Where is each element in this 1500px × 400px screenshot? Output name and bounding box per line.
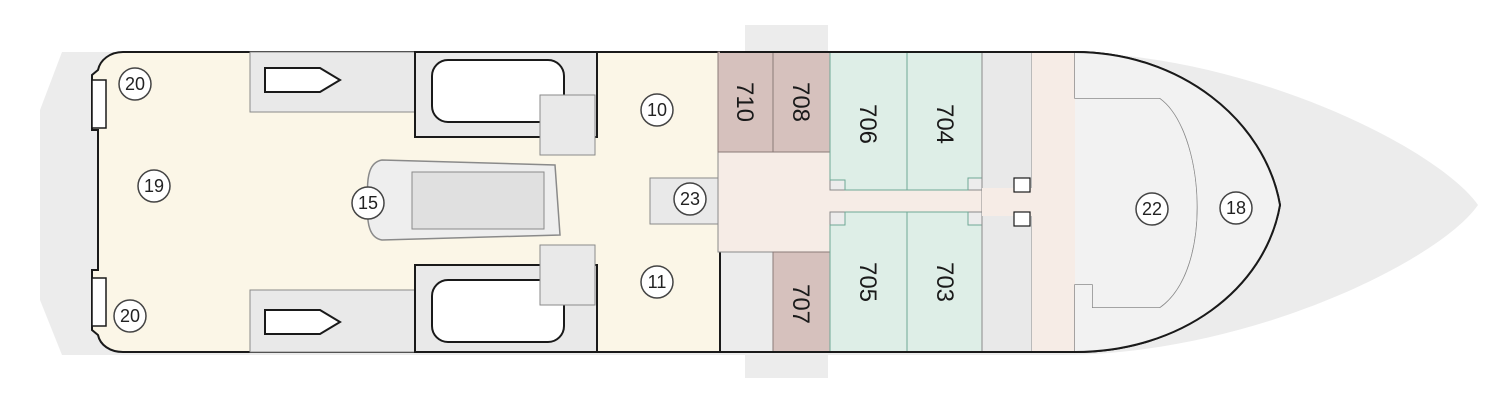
area-badge-20-top: 20 xyxy=(118,67,152,101)
area-badge-15: 15 xyxy=(351,186,385,220)
lifeboat-icon xyxy=(431,279,565,343)
cabin-label-706: 706 xyxy=(854,104,881,144)
area-badge-20-bottom: 20 xyxy=(113,299,147,333)
boat-icon xyxy=(264,67,342,93)
cabin-708[interactable] xyxy=(772,51,831,153)
service-connector xyxy=(982,188,1032,216)
bow-forward-area xyxy=(1159,97,1199,309)
cabin-707[interactable] xyxy=(772,251,831,353)
bow-outline-front xyxy=(1074,51,1282,353)
cabin-label-708: 708 xyxy=(787,82,814,122)
area-badge-18: 18 xyxy=(1219,191,1253,225)
boat-icon xyxy=(264,309,342,335)
area-badge-10: 10 xyxy=(640,93,674,127)
svg-text:23: 23 xyxy=(680,189,700,209)
cabin-label-705: 705 xyxy=(854,262,881,302)
svg-text:18: 18 xyxy=(1226,198,1246,218)
service-box-bottom xyxy=(1013,211,1031,227)
cabin-label-710: 710 xyxy=(731,82,758,122)
stern-bay-bottom xyxy=(91,277,107,327)
service-box-top xyxy=(1013,177,1031,193)
svg-text:20: 20 xyxy=(120,306,140,326)
cabin-label-704: 704 xyxy=(931,104,958,144)
svg-text:10: 10 xyxy=(647,100,667,120)
pool-icon xyxy=(411,171,545,230)
area-badge-23: 23 xyxy=(673,182,707,216)
lifeboat-icon xyxy=(431,59,565,123)
bow-front-zone xyxy=(1075,52,1280,352)
svg-text:11: 11 xyxy=(648,272,667,292)
svg-text:15: 15 xyxy=(358,193,378,213)
area-badge-22: 22 xyxy=(1135,192,1169,226)
service-nook-top xyxy=(539,94,596,156)
area-badge-19: 19 xyxy=(137,169,171,203)
stern-bay-top xyxy=(91,79,107,129)
cabin-label-707: 707 xyxy=(787,284,814,324)
area-badge-11: 11 xyxy=(640,265,674,299)
svg-text:22: 22 xyxy=(1142,199,1162,219)
cabin-label-703: 703 xyxy=(931,262,958,302)
svg-text:20: 20 xyxy=(125,74,145,94)
service-nook-bottom xyxy=(539,244,596,306)
svg-text:19: 19 xyxy=(144,176,164,196)
